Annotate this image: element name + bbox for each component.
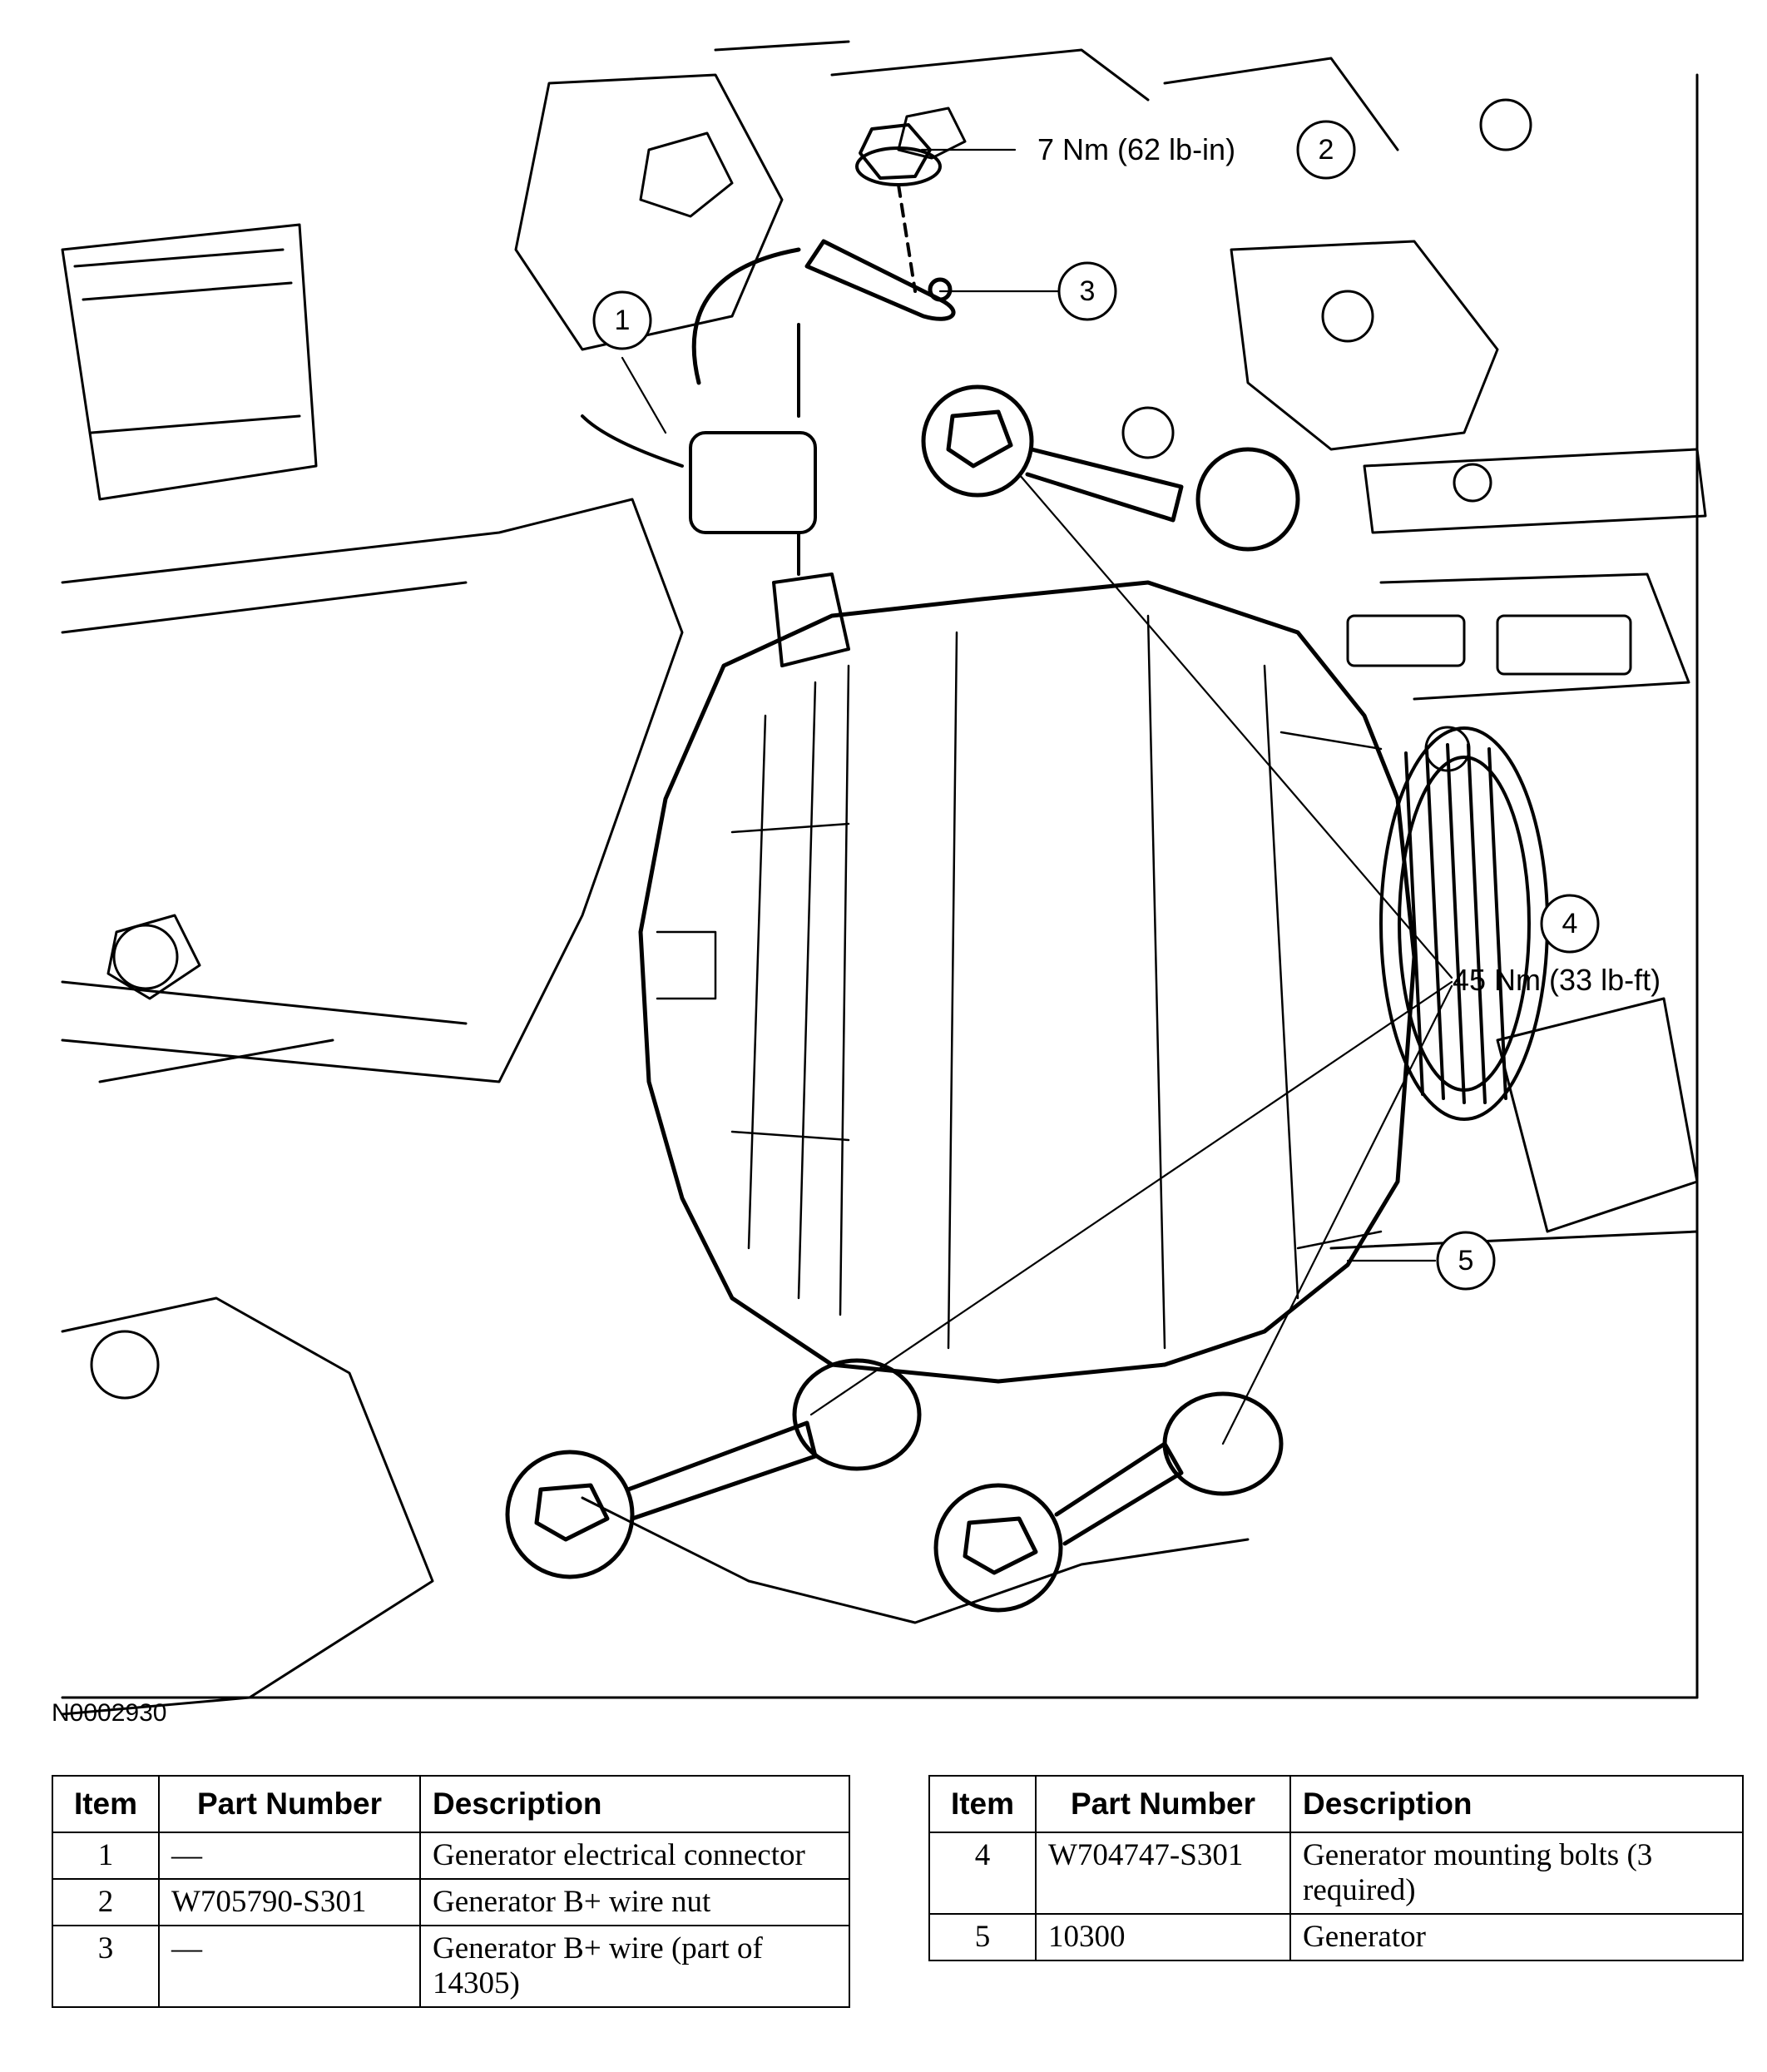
callout-5: 5 bbox=[1436, 1231, 1496, 1291]
figure-id: N0002930 bbox=[52, 1699, 166, 1727]
header-item: Item bbox=[52, 1775, 160, 1833]
header-item: Item bbox=[928, 1775, 1037, 1833]
part-description: Generator mounting bolts (3 required) bbox=[1289, 1832, 1744, 1915]
header-part-number: Part Number bbox=[158, 1775, 421, 1833]
header-part-number: Part Number bbox=[1035, 1775, 1291, 1833]
item-number: 1 bbox=[52, 1832, 160, 1880]
header-description: Description bbox=[1289, 1775, 1744, 1833]
part-number: 10300 bbox=[1035, 1913, 1291, 1961]
svg-text:4: 4 bbox=[1562, 908, 1578, 939]
svg-text:5: 5 bbox=[1458, 1245, 1474, 1276]
engine-background-linework bbox=[61, 40, 1707, 1716]
item-number: 3 bbox=[52, 1925, 160, 2008]
table-row: 1 — Generator electrical connector bbox=[52, 1832, 850, 1880]
b-plus-wire-nut bbox=[855, 123, 942, 293]
header-description: Description bbox=[419, 1775, 850, 1833]
svg-text:1: 1 bbox=[615, 305, 631, 336]
generator-installation-illustration: 1 7 Nm (62 lb-in) 2 3 4 45 Nm (33 lb-ft)… bbox=[52, 40, 1707, 1727]
svg-text:3: 3 bbox=[1080, 275, 1096, 307]
item-number: 2 bbox=[52, 1878, 160, 1926]
generator bbox=[638, 580, 1417, 1384]
part-number: — bbox=[158, 1832, 421, 1880]
table-header-row: Item Part Number Description bbox=[52, 1775, 850, 1833]
part-description: Generator bbox=[1289, 1913, 1744, 1961]
part-number: W705790-S301 bbox=[158, 1878, 421, 1926]
table-row: 2 W705790-S301 Generator B+ wire nut bbox=[52, 1878, 850, 1926]
table-row: 5 10300 Generator bbox=[928, 1913, 1744, 1961]
mounting-bolt-lower-right bbox=[933, 1391, 1284, 1613]
item-number: 4 bbox=[928, 1832, 1037, 1915]
callout-1: 1 bbox=[592, 290, 652, 350]
mounting-bolt-upper bbox=[921, 384, 1300, 552]
part-description: Generator B+ wire nut bbox=[419, 1878, 850, 1926]
connector-bracket-right bbox=[1346, 614, 1632, 772]
callout-leaders bbox=[621, 148, 1453, 1445]
electrical-connector bbox=[581, 323, 850, 667]
part-number: W704747-S301 bbox=[1035, 1832, 1291, 1915]
callout-4-torque-label: 45 Nm (33 lb-ft) bbox=[1453, 963, 1661, 997]
mounting-bolt-lower-left bbox=[505, 1358, 922, 1579]
item-number: 5 bbox=[928, 1913, 1037, 1961]
callout-2: 7 Nm (62 lb-in) 2 bbox=[1037, 120, 1356, 180]
callout-3: 3 bbox=[1057, 261, 1117, 321]
callout-4: 4 45 Nm (33 lb-ft) bbox=[1453, 894, 1661, 997]
generator-detail-linework bbox=[656, 614, 1383, 1350]
b-plus-wire bbox=[691, 239, 956, 385]
svg-text:2: 2 bbox=[1319, 134, 1334, 166]
callout-2-torque-label: 7 Nm (62 lb-in) bbox=[1037, 132, 1235, 166]
parts-table-left: Item Part Number Description 1 — Generat… bbox=[52, 1775, 850, 2008]
table-row: 3 — Generator B+ wire (part of 14305) bbox=[52, 1925, 850, 2008]
part-number: — bbox=[158, 1925, 421, 2008]
part-description: Generator electrical connector bbox=[419, 1832, 850, 1880]
table-row: 4 W704747-S301 Generator mounting bolts … bbox=[928, 1832, 1744, 1915]
parts-table-right: Item Part Number Description 4 W704747-S… bbox=[928, 1775, 1744, 1961]
part-description: Generator B+ wire (part of 14305) bbox=[419, 1925, 850, 2008]
table-header-row: Item Part Number Description bbox=[928, 1775, 1744, 1833]
